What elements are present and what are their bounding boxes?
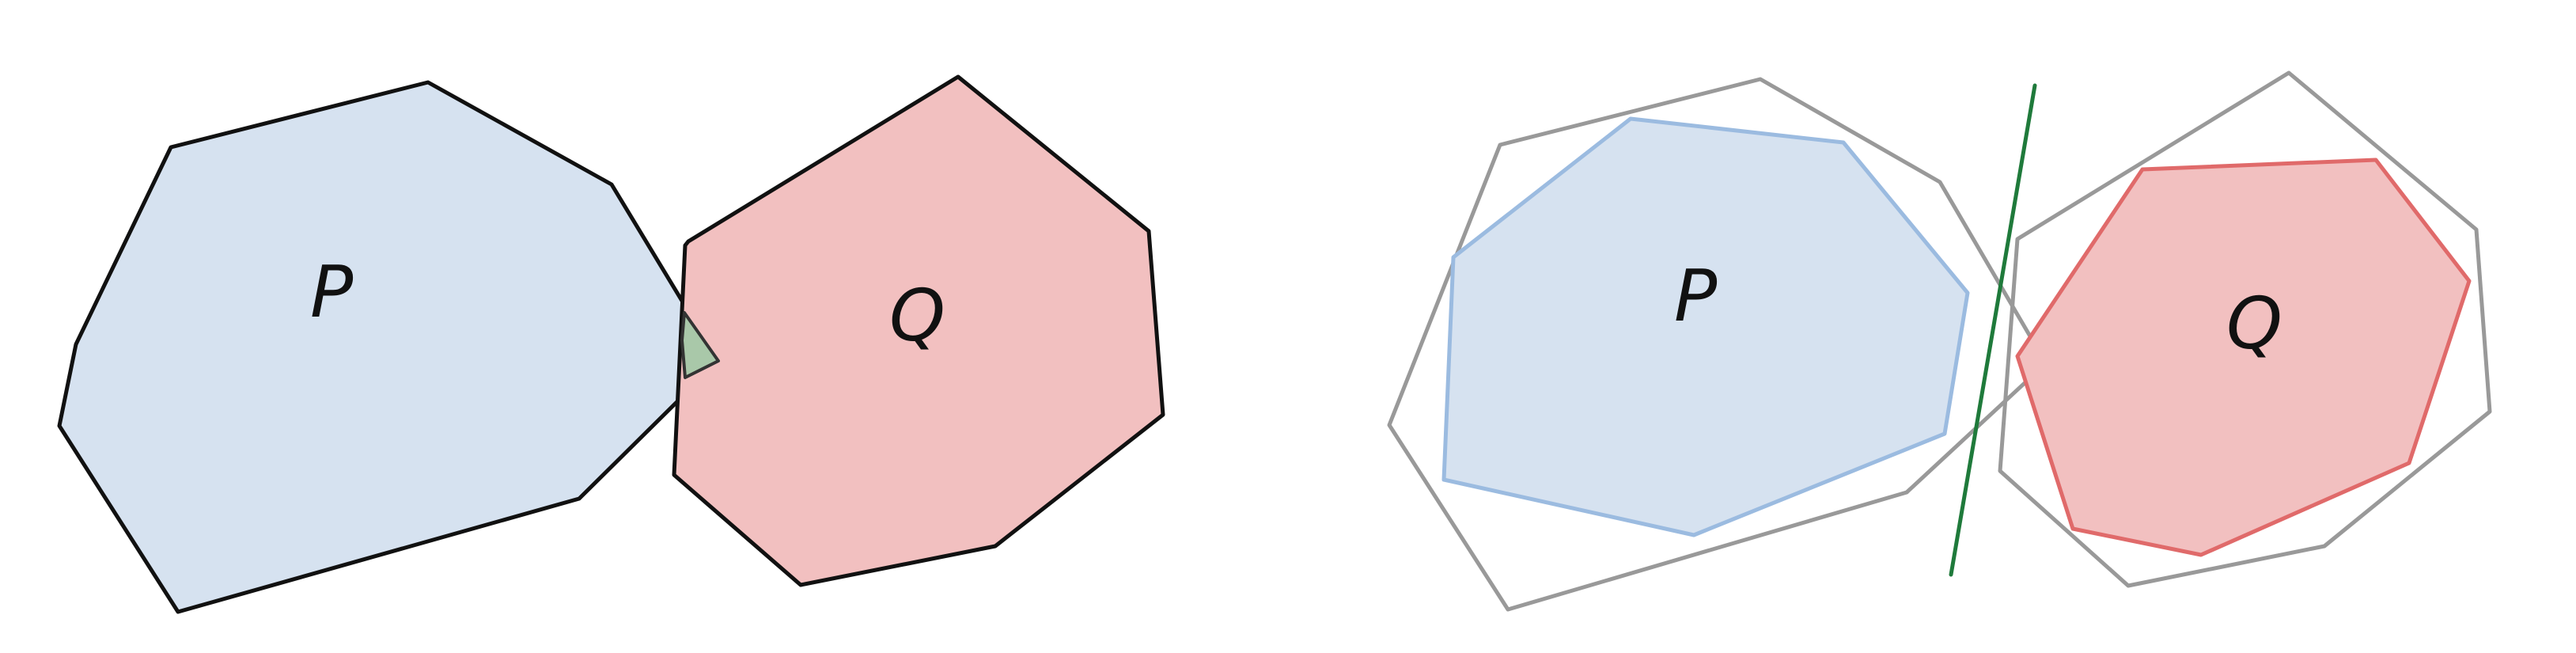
left-q-label: Q	[889, 275, 945, 358]
left-panel: P Q	[57, 74, 1165, 614]
right-p-label: P	[1674, 255, 1718, 338]
right-q-label: Q	[2226, 283, 2282, 366]
separating-line	[1949, 83, 2037, 577]
right-q-outer-outline	[1998, 70, 2492, 588]
left-overlap-region	[680, 311, 720, 379]
right-panel: P Q	[1387, 70, 2492, 612]
right-p-inner-hull	[1441, 116, 1970, 537]
left-p-label: P	[310, 251, 354, 334]
right-q-inner-hull	[2015, 158, 2472, 557]
left-p-polygon	[57, 80, 721, 614]
left-q-polygon	[672, 74, 1165, 587]
